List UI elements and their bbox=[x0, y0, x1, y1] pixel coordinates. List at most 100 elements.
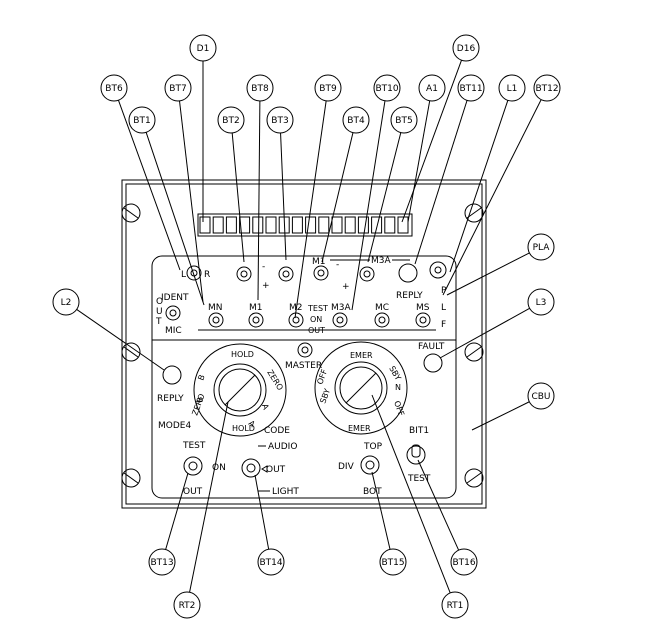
callout-label-cbu: CBU bbox=[531, 392, 550, 402]
label-bit1: BIT1 bbox=[409, 426, 429, 436]
toggle-mc[interactable] bbox=[374, 312, 390, 328]
callout-circle-bt3 bbox=[266, 106, 294, 134]
toggle-bt15[interactable] bbox=[360, 455, 380, 475]
led-cell-4 bbox=[239, 216, 251, 234]
label-reply-top: REPLY bbox=[396, 291, 423, 301]
callout-circle-bt13 bbox=[148, 548, 176, 576]
callout-circle-l1 bbox=[498, 74, 526, 102]
led-cell-10 bbox=[318, 216, 330, 234]
callout-line-bt7 bbox=[179, 100, 204, 303]
callout-line-bt2 bbox=[231, 132, 245, 263]
toggle-m3a[interactable] bbox=[332, 312, 348, 328]
callout-label-bt7: BT7 bbox=[169, 84, 186, 94]
callout-label-bt11: BT11 bbox=[459, 84, 482, 94]
rt1-label-0: EMER bbox=[350, 351, 373, 360]
rt2-label-5: A bbox=[247, 419, 257, 430]
toggle-bt9[interactable] bbox=[313, 265, 329, 281]
callout-label-a1: A1 bbox=[426, 84, 438, 94]
label-ident: IDENT bbox=[161, 293, 189, 303]
callout-circle-l3 bbox=[527, 288, 555, 316]
callout-label-bt3: BT3 bbox=[271, 116, 288, 126]
callout-circle-bt9 bbox=[314, 74, 342, 102]
label-top: TOP bbox=[363, 442, 383, 452]
callout-label-l1: L1 bbox=[507, 84, 518, 94]
label-bot: BOT bbox=[363, 487, 382, 497]
label-test2: TEST bbox=[407, 474, 431, 484]
callout-circle-rt2 bbox=[173, 591, 201, 619]
label-ms: MS bbox=[416, 303, 430, 313]
knob-bt12[interactable] bbox=[429, 261, 447, 279]
rt2-label-2: B bbox=[196, 373, 206, 381]
callout-line-bt6 bbox=[117, 100, 181, 271]
toggle-bt3[interactable] bbox=[278, 266, 294, 282]
label-plus-1: + bbox=[262, 281, 270, 291]
callout-label-bt13: BT13 bbox=[150, 558, 173, 568]
led-cell-12 bbox=[344, 216, 356, 234]
label-m1: M1 bbox=[249, 303, 263, 313]
toggle-bt10[interactable] bbox=[359, 266, 375, 282]
led-cell-15 bbox=[384, 216, 396, 234]
callout-line-rt1 bbox=[371, 394, 451, 594]
callout-label-rt2: RT2 bbox=[179, 601, 196, 611]
label-out: OUT bbox=[308, 326, 325, 335]
callout-label-bt15: BT15 bbox=[381, 558, 404, 568]
callout-line-bt4 bbox=[321, 132, 354, 263]
label-m3a-top: M3A bbox=[371, 256, 391, 266]
label-l: L bbox=[181, 270, 186, 280]
rt2-label-6: B bbox=[195, 396, 205, 403]
screw-bottom-left bbox=[121, 468, 141, 488]
callout-line-pla bbox=[446, 252, 530, 296]
label-out-o: O bbox=[156, 297, 163, 307]
rt2-label-3: A bbox=[260, 403, 271, 412]
toggle-bt14[interactable] bbox=[241, 458, 261, 478]
rotary-rt1[interactable] bbox=[314, 341, 408, 435]
callout-line-bt10 bbox=[351, 100, 386, 311]
fault-lamp-l3 bbox=[423, 353, 443, 373]
label-r: R bbox=[204, 270, 210, 280]
callout-circle-rt1 bbox=[441, 591, 469, 619]
label-minus-1: - bbox=[262, 262, 265, 272]
toggle-bt16[interactable] bbox=[406, 444, 426, 465]
callout-label-bt10: BT10 bbox=[375, 84, 398, 94]
rt1-label-6: N bbox=[395, 383, 401, 392]
callout-label-l2: L2 bbox=[61, 298, 72, 308]
callout-circle-bt6 bbox=[100, 74, 128, 102]
led-cell-11 bbox=[331, 216, 343, 234]
rt1-label-3: EMER bbox=[348, 424, 371, 433]
toggle-bt1[interactable] bbox=[165, 305, 181, 321]
toggle-bt13[interactable] bbox=[183, 456, 203, 476]
callout-label-bt8: BT8 bbox=[251, 84, 269, 94]
led-cell-3 bbox=[225, 216, 237, 234]
rotary-rt2[interactable] bbox=[193, 343, 287, 437]
toggle-bt8[interactable] bbox=[236, 266, 252, 282]
callout-label-d16: D16 bbox=[457, 44, 476, 54]
label-audio: AUDIO bbox=[268, 442, 297, 452]
label-on-sw: ON bbox=[212, 463, 226, 473]
label-out-t: T bbox=[155, 317, 162, 327]
toggle-m2[interactable] bbox=[288, 312, 304, 328]
callout-circle-bt2 bbox=[217, 106, 245, 134]
label-on: ON bbox=[310, 315, 322, 324]
screw-top-left bbox=[121, 203, 141, 223]
led-cell-6 bbox=[265, 216, 277, 234]
master-button[interactable] bbox=[297, 342, 313, 358]
label-m3a: M3A bbox=[331, 303, 351, 313]
callout-line-bt11 bbox=[414, 100, 468, 265]
callout-circle-a1 bbox=[418, 74, 446, 102]
callout-line-bt3 bbox=[280, 132, 287, 261]
callout-circle-bt5 bbox=[390, 106, 418, 134]
reply-lamp-l1 bbox=[398, 263, 418, 283]
toggle-mn[interactable] bbox=[208, 312, 224, 328]
callout-line-bt5 bbox=[367, 132, 402, 263]
toggle-ms[interactable] bbox=[415, 312, 431, 328]
callout-label-bt5: BT5 bbox=[395, 116, 412, 126]
screw-mid-left bbox=[121, 342, 141, 362]
callout-line-bt13 bbox=[165, 472, 189, 550]
label-plus-2: + bbox=[342, 282, 350, 292]
label-out-audio: OUT bbox=[266, 465, 286, 475]
toggle-m1[interactable] bbox=[248, 312, 264, 328]
callout-line-cbu bbox=[471, 401, 530, 431]
label-m1-top: M1 bbox=[312, 257, 326, 267]
